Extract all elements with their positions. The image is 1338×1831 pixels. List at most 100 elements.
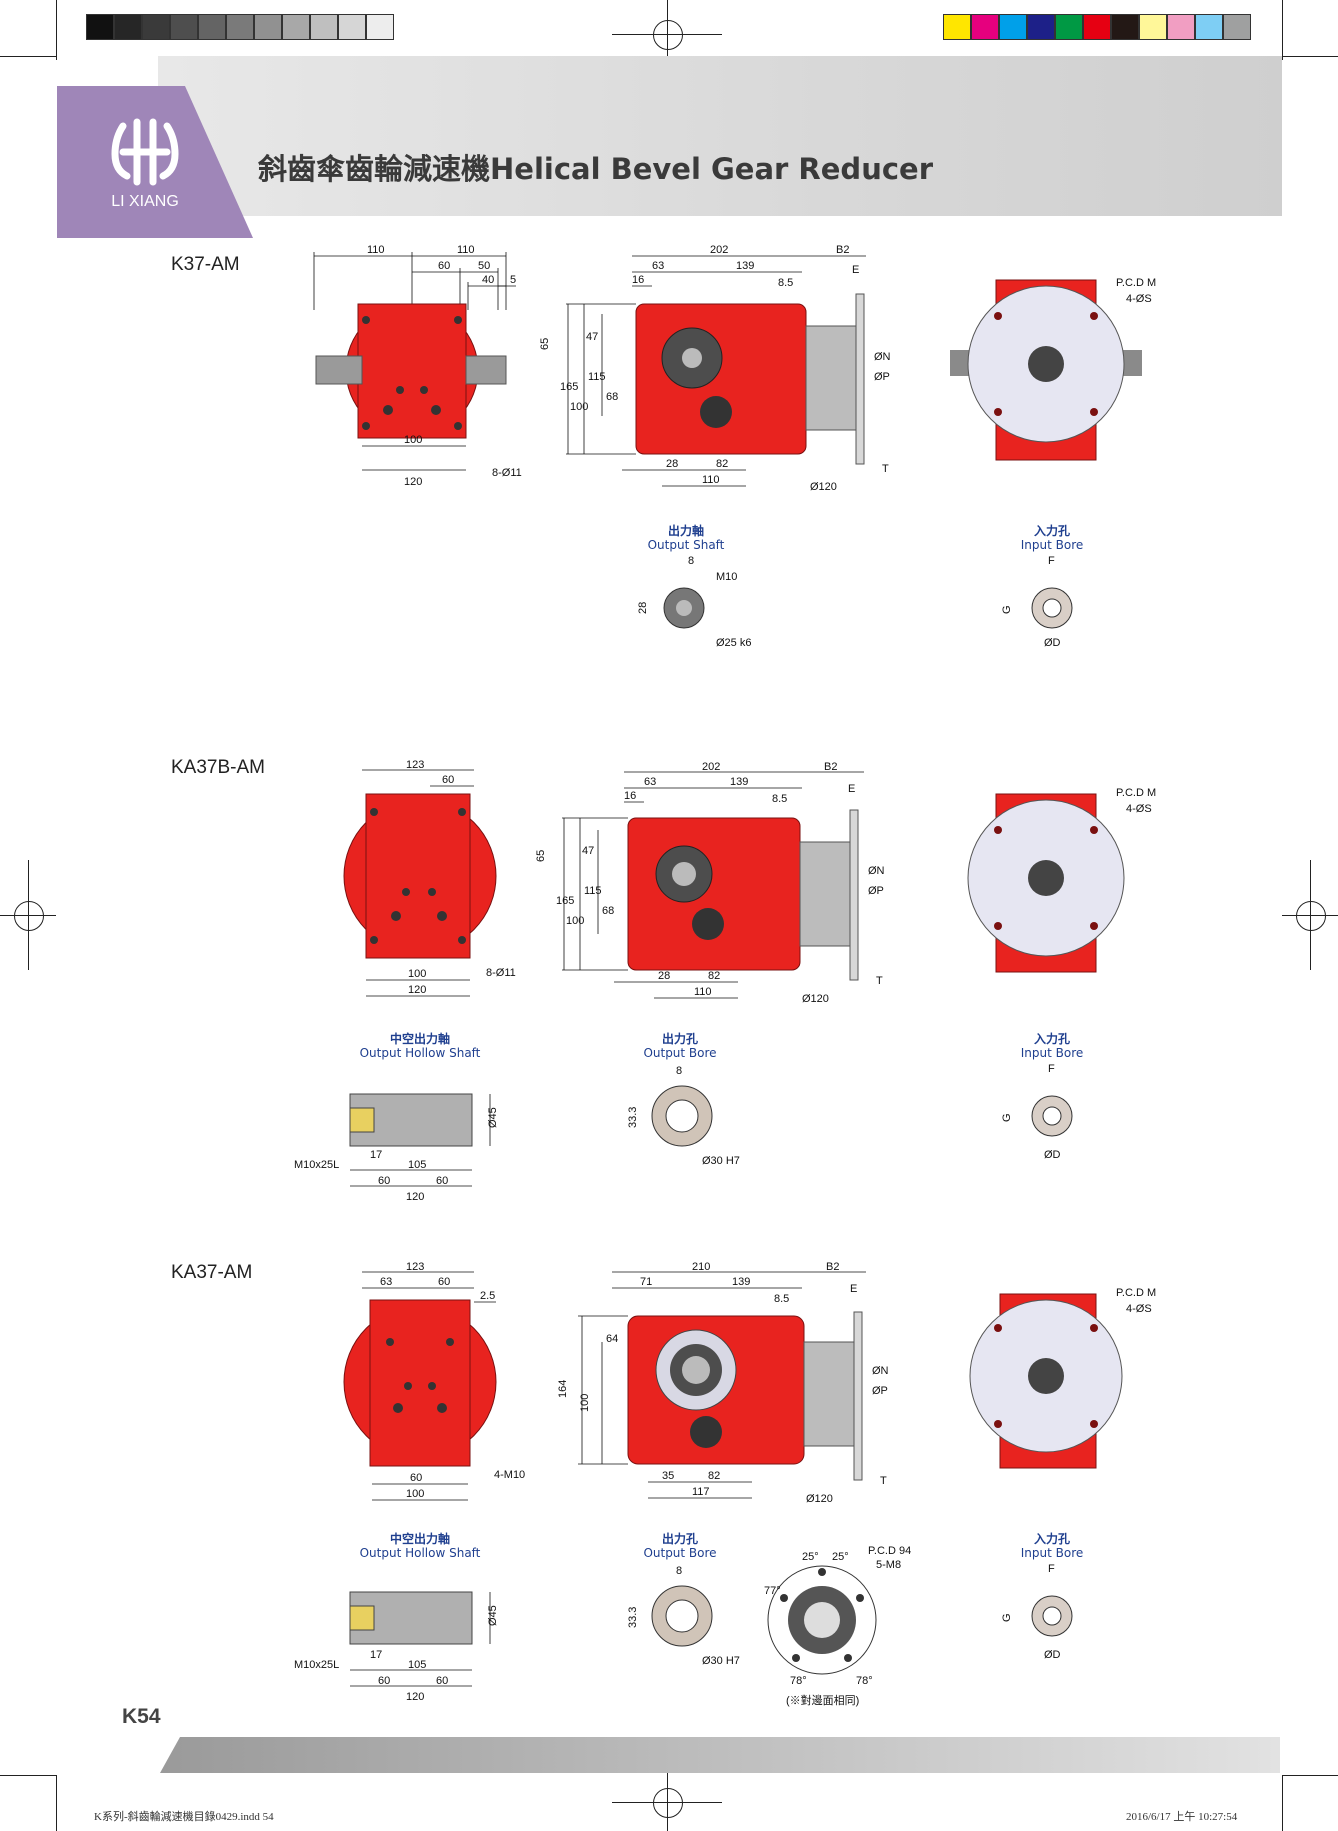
svg-text:Ø25 k6: Ø25 k6	[716, 637, 751, 649]
svg-text:60: 60	[378, 1175, 390, 1187]
svg-text:M10x25L: M10x25L	[294, 1659, 339, 1671]
svg-text:202: 202	[710, 244, 728, 256]
svg-text:165: 165	[556, 895, 574, 907]
svg-text:T: T	[882, 463, 889, 475]
color-swatch	[1027, 14, 1055, 40]
color-swatch	[338, 14, 366, 40]
svg-text:60: 60	[438, 260, 450, 272]
brand-name: LI XIANG	[111, 193, 179, 210]
color-swatch	[170, 14, 198, 40]
header-band	[158, 56, 1282, 216]
svg-text:40: 40	[482, 274, 494, 286]
k37-input-bore-detail: F G ØD	[1001, 555, 1073, 649]
svg-text:ØP: ØP	[872, 1385, 888, 1397]
svg-text:139: 139	[736, 260, 754, 272]
svg-text:17: 17	[370, 1149, 382, 1161]
color-swatch	[86, 14, 114, 40]
color-swatch	[310, 14, 338, 40]
svg-text:100: 100	[404, 434, 422, 446]
svg-text:120: 120	[408, 984, 426, 996]
ka37b-hollow-shaft-detail: Ø45 M10x25L 17 105 60 60 120	[294, 1093, 499, 1203]
svg-text:Ø30 H7: Ø30 H7	[702, 1655, 740, 1667]
svg-text:E: E	[848, 783, 855, 795]
registration-mark-top-right	[1262, 0, 1338, 60]
svg-text:8-Ø11: 8-Ø11	[486, 967, 516, 979]
svg-text:5: 5	[510, 274, 516, 286]
ka37-output-bore-detail: 8 33.3 Ø30 H7	[627, 1565, 740, 1667]
registration-mark-left-center	[0, 860, 56, 970]
registration-mark-top-center	[612, 0, 722, 60]
color-swatch	[1083, 14, 1111, 40]
svg-text:ØD: ØD	[1044, 1649, 1061, 1661]
svg-text:5-M8: 5-M8	[876, 1559, 901, 1571]
ka37-hollow-shaft-detail: Ø45 M10x25L 17 105 60 60 120	[294, 1591, 499, 1703]
svg-text:ØN: ØN	[874, 351, 891, 363]
svg-text:82: 82	[716, 458, 728, 470]
svg-text:B2: B2	[836, 244, 849, 256]
color-swatch	[366, 14, 394, 40]
svg-text:16: 16	[624, 790, 636, 802]
svg-text:165: 165	[560, 381, 578, 393]
svg-text:115: 115	[588, 371, 606, 383]
svg-text:4-ØS: 4-ØS	[1126, 293, 1152, 305]
svg-text:78°: 78°	[790, 1675, 807, 1687]
color-swatch	[971, 14, 999, 40]
svg-text:117: 117	[692, 1486, 710, 1498]
svg-text:ØD: ØD	[1044, 637, 1061, 649]
svg-text:P.C.D M: P.C.D M	[1116, 787, 1156, 799]
svg-text:28: 28	[666, 458, 678, 470]
svg-text:164: 164	[557, 1380, 569, 1398]
svg-text:68: 68	[606, 391, 618, 403]
svg-text:63: 63	[380, 1276, 392, 1288]
svg-text:ØP: ØP	[874, 371, 890, 383]
svg-text:F: F	[1048, 1563, 1055, 1575]
color-swatch	[198, 14, 226, 40]
svg-text:110: 110	[694, 986, 712, 998]
color-swatch	[254, 14, 282, 40]
ka37-input-bore-detail: F G ØD	[1001, 1563, 1073, 1661]
color-swatch	[1195, 14, 1223, 40]
svg-text:28: 28	[637, 602, 649, 614]
svg-text:68: 68	[602, 905, 614, 917]
svg-text:ØN: ØN	[868, 865, 885, 877]
color-swatch	[226, 14, 254, 40]
svg-text:105: 105	[408, 1159, 426, 1171]
svg-text:4-ØS: 4-ØS	[1126, 1303, 1152, 1315]
svg-text:4-ØS: 4-ØS	[1126, 803, 1152, 815]
page-number: K54	[122, 1705, 161, 1728]
svg-text:60: 60	[436, 1675, 448, 1687]
svg-text:100: 100	[566, 915, 584, 927]
svg-text:25°: 25°	[832, 1551, 849, 1563]
svg-text:60: 60	[410, 1472, 422, 1484]
color-swatch	[1055, 14, 1083, 40]
svg-text:8: 8	[676, 1065, 682, 1077]
svg-text:B2: B2	[826, 1261, 839, 1273]
svg-text:82: 82	[708, 970, 720, 982]
svg-text:4-M10: 4-M10	[494, 1469, 525, 1481]
svg-text:123: 123	[406, 759, 424, 771]
k37-output-shaft-detail: 8 M10 28 Ø25 k6	[637, 555, 751, 649]
k37-front-view: 110 110 60 50 40 5 100 120 8-Ø11	[313, 244, 522, 488]
svg-text:B2: B2	[824, 761, 837, 773]
svg-text:Ø30 H7: Ø30 H7	[702, 1155, 740, 1167]
svg-text:M10: M10	[716, 571, 737, 583]
svg-text:100: 100	[570, 401, 588, 413]
svg-text:60: 60	[436, 1175, 448, 1187]
svg-text:100: 100	[406, 1488, 424, 1500]
svg-text:P.C.D 94: P.C.D 94	[868, 1545, 911, 1557]
slug-file-info: K系列-斜齒輪減速機目錄0429.indd 54	[94, 1811, 274, 1823]
color-swatch	[282, 14, 310, 40]
lixiang-logo-icon: LI XIANG	[57, 86, 253, 238]
svg-text:110: 110	[367, 244, 385, 256]
svg-text:P.C.D M: P.C.D M	[1116, 277, 1156, 289]
svg-text:ØN: ØN	[872, 1365, 889, 1377]
svg-text:115: 115	[584, 885, 602, 897]
